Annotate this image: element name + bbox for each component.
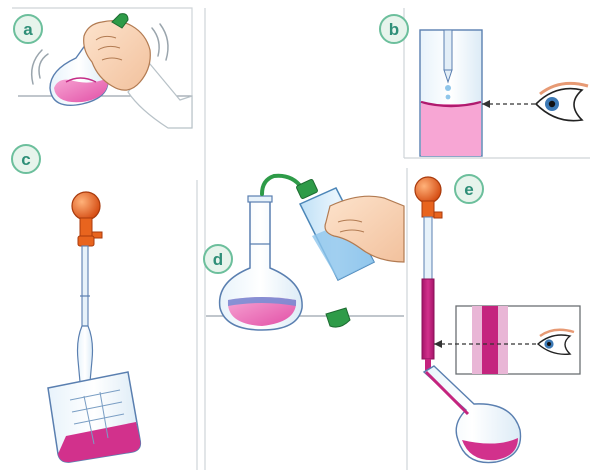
panel-c	[48, 192, 140, 462]
badge-c: c	[12, 145, 40, 173]
panel-b	[420, 30, 588, 156]
hand-icon	[84, 21, 192, 128]
eye-icon	[536, 83, 588, 120]
beaker-icon	[48, 372, 140, 462]
pipette-stem	[82, 246, 88, 326]
badge-c-label: c	[21, 150, 30, 169]
panel-d	[206, 176, 404, 330]
drop	[446, 95, 451, 100]
stopper-icon	[326, 308, 350, 327]
badge-d: d	[204, 245, 232, 273]
pipette-bulb-icon	[72, 192, 102, 246]
badge-b-label: b	[389, 20, 399, 39]
drop	[445, 85, 451, 91]
badge-a-label: a	[23, 20, 33, 39]
pipette-body	[78, 326, 93, 382]
badge-d-label: d	[213, 250, 223, 269]
badge-e: e	[455, 175, 483, 203]
pipette-bulb-icon	[415, 177, 442, 218]
burette-icon	[422, 217, 434, 371]
badge-e-label: e	[464, 180, 473, 199]
badge-a: a	[14, 15, 42, 43]
pink-column	[421, 104, 481, 156]
volumetric-flask-icon	[424, 366, 521, 463]
badge-b: b	[380, 15, 408, 43]
dropper-tip	[444, 30, 452, 70]
panel-a	[18, 14, 192, 128]
panel-e	[415, 177, 580, 463]
